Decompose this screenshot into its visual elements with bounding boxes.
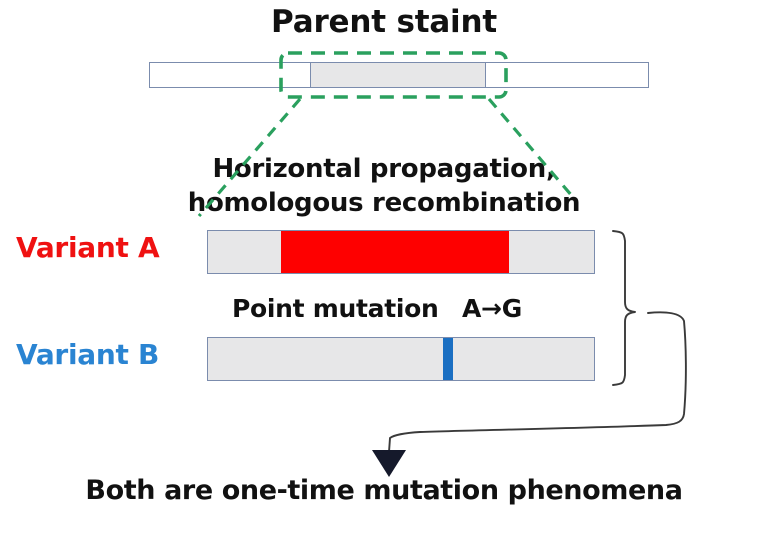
variant-a-recombination-segment [281,231,509,273]
variant-b-point-mutation-tick [443,338,453,380]
variants-grouping-brace [612,230,636,386]
variant-a-label: Variant A [16,231,160,264]
conclusion-connector-line [388,311,687,453]
variant-a-bar [207,230,595,274]
point-mutation-label: Point mutation [232,294,439,323]
parent-strain-bar [149,62,649,88]
conclusion-text: Both are one-time mutation phenomena [85,475,683,506]
variant-b-label: Variant B [16,338,160,371]
parent-strain-highlight-segment [310,63,486,87]
page-title: Parent staint [271,4,497,40]
mechanism-caption-line-2: homologous recombination [187,188,581,218]
mechanism-caption-line-1: Horizontal propagation, [212,154,556,184]
variant-b-bar [207,337,595,381]
down-arrow-icon [372,450,406,477]
point-mutation-change-label: A→G [462,294,522,323]
